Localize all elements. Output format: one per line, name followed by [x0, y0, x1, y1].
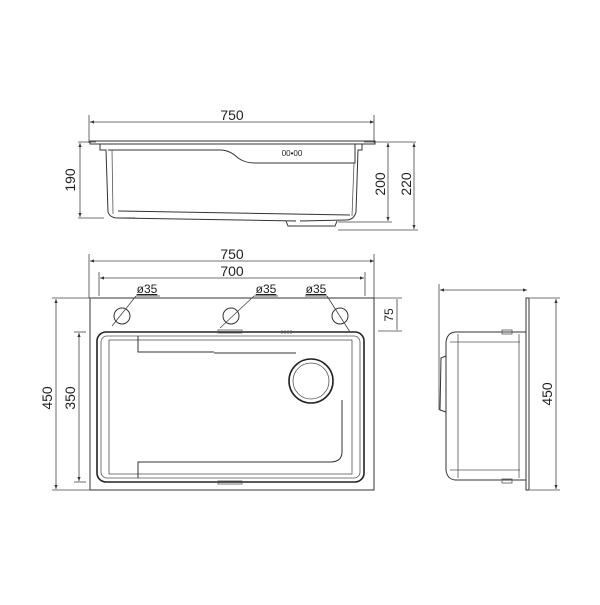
hole-center-label: ø35 — [256, 282, 277, 296]
top-width-label: 750 — [220, 107, 244, 123]
tap-hole-right: ø35 — [305, 282, 351, 333]
plan-view: 750 700 ø35 — [39, 246, 402, 491]
tap-hole-center: ø35 — [219, 282, 278, 329]
plan-overall-width-label: 750 — [220, 246, 244, 262]
hole-left-label: ø35 — [137, 282, 158, 296]
top-inner-height-label: 200 — [372, 172, 388, 196]
hole-offset-label: 75 — [382, 308, 396, 322]
hole-right-label: ø35 — [306, 282, 327, 296]
side-height-label: 450 — [539, 382, 555, 406]
front-elevation-view: 750 00•00 190 200 220 — [62, 107, 418, 231]
top-left-height-label: 190 — [62, 168, 78, 192]
plan-inner-width-label: 700 — [220, 263, 244, 279]
plan-overall-height-label: 450 — [39, 386, 55, 410]
plan-bowl-height-label: 350 — [62, 386, 78, 410]
side-elevation-view: 450 — [438, 284, 560, 491]
control-panel-glyph: 00•00 — [282, 149, 303, 158]
tap-hole-left: ø35 — [111, 282, 160, 327]
top-outer-height-label: 220 — [398, 172, 414, 196]
